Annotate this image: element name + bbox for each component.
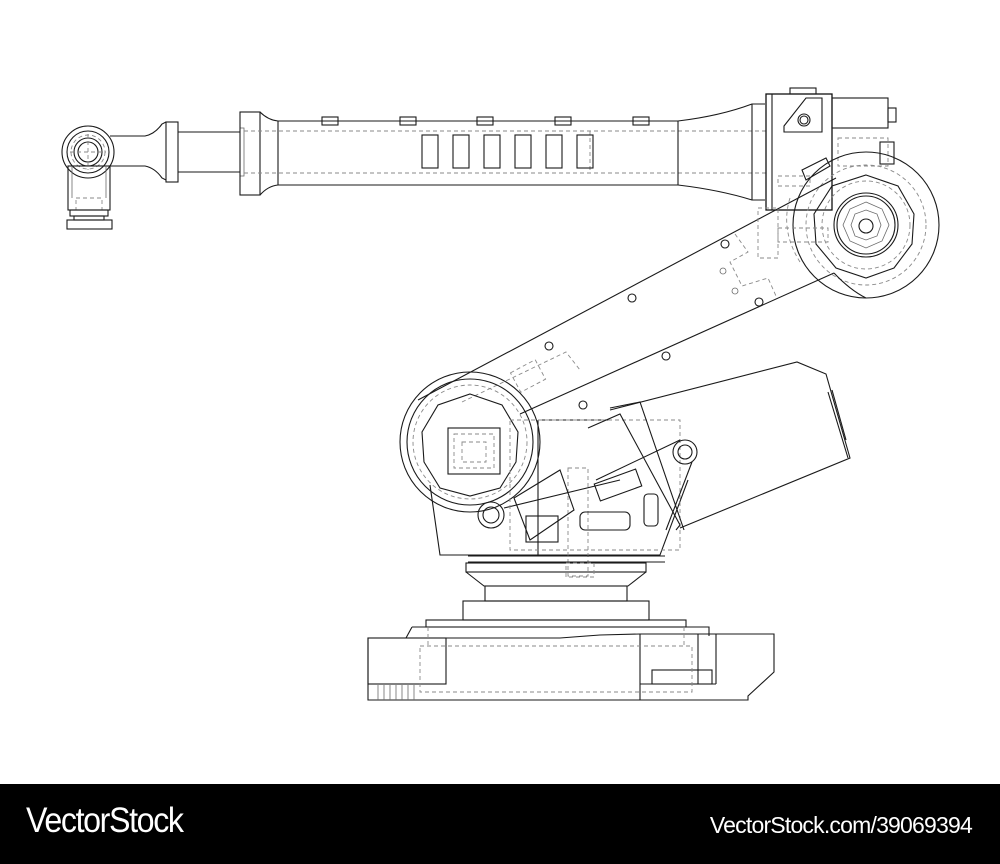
robot-arm-drawing (61, 87, 940, 701)
stock-id: VectorStock.com/39069394 (709, 812, 973, 838)
robot-arm-wireframe (61, 87, 940, 701)
forearm-tube (239, 103, 766, 201)
axis-motor (587, 361, 851, 531)
shoulder-joint (399, 371, 621, 529)
base-plate (367, 627, 775, 701)
brand-logo: VectorStock (26, 801, 184, 840)
watermark-footer: VectorStock VectorStock.com/39069394 (0, 784, 1000, 864)
upper-arm (417, 177, 867, 415)
elbow-joint (777, 151, 940, 299)
wrist-neck (110, 121, 245, 183)
forearm-housing (765, 87, 897, 211)
turret-body (429, 419, 698, 577)
wrist-joint (61, 125, 115, 230)
base-pedestal (405, 562, 710, 639)
